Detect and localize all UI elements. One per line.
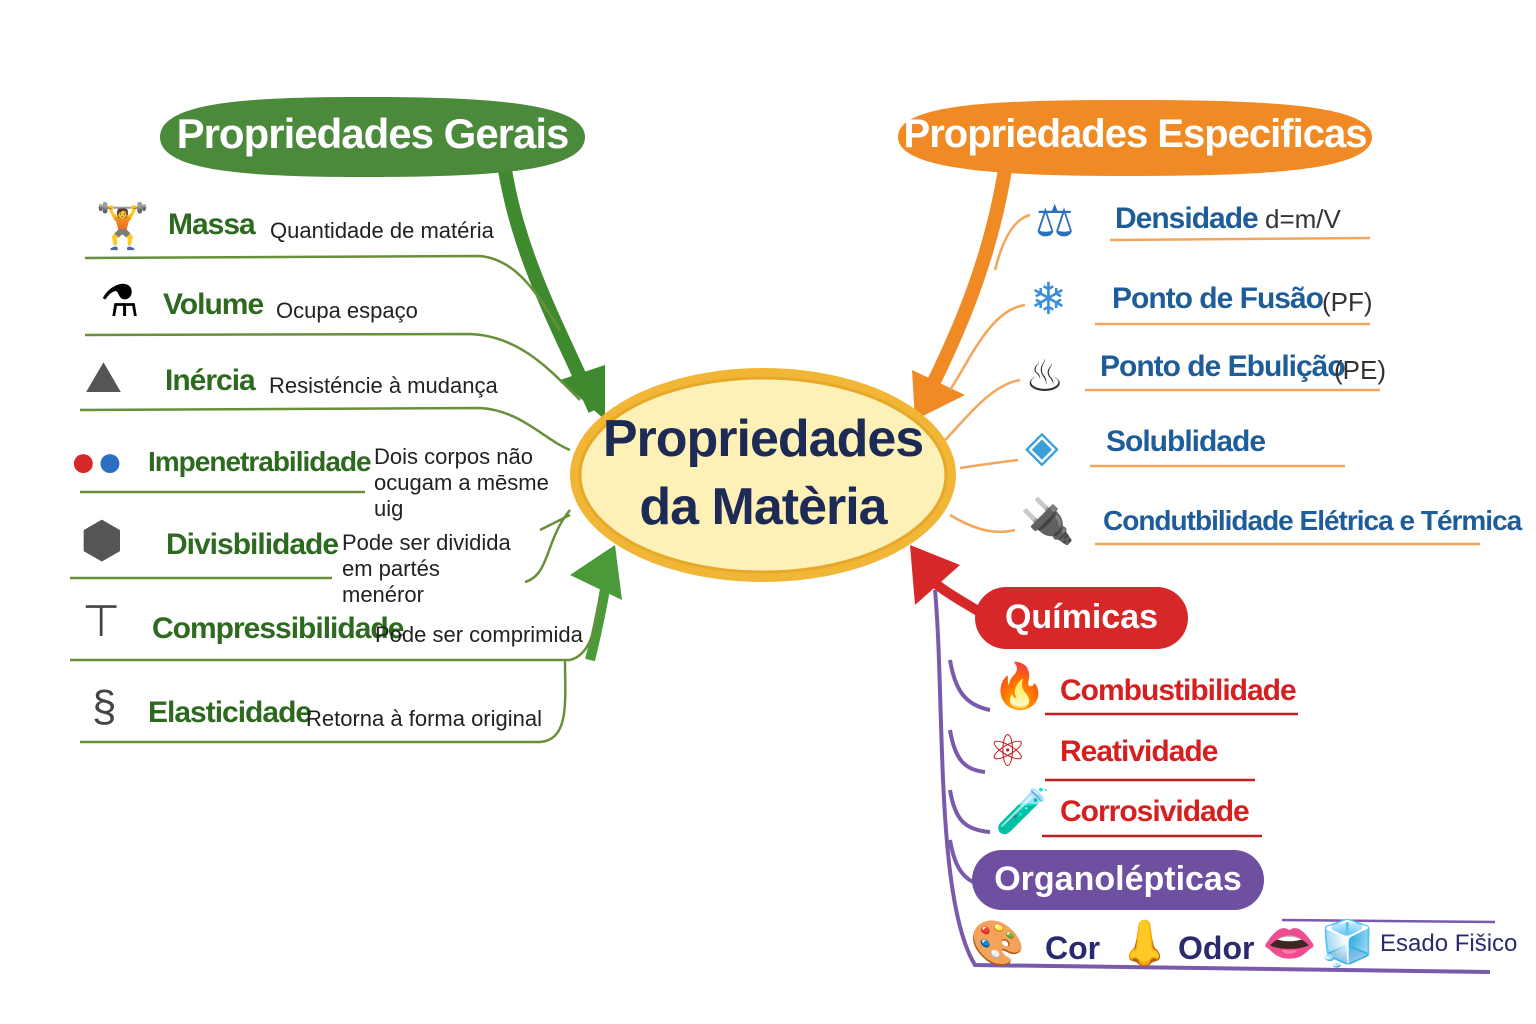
item-massa-desc: Quantidade de matéria [270,218,494,243]
item-inercia-desc: Resisténcie à mudança [269,373,498,398]
center-node: Propriedades da Matèria [570,405,956,541]
item-massa-name: Massa [168,208,256,241]
conductor-icon: 🔌 [1020,497,1075,546]
item-inercia-name: Inércia [165,364,256,397]
gerais-title: Propriedades Gerais [176,110,570,157]
item-compressibilidade-desc: Pode ser comprimida [375,622,583,647]
item-volume-desc: Ocupa espaço [276,298,418,323]
item-reatividade-name: Reatividade [1060,735,1218,768]
item-odor-name: Odor [1178,930,1255,966]
item-combustibilidade-name: Combustibilidade [1060,674,1297,707]
quimicas-pill-shape [975,587,1188,649]
especificas-title: Propriedades Especificas [903,112,1368,156]
item-cor-name: Cor [1045,930,1101,966]
cubes-icon: ⬢ [80,512,124,568]
underline-inercia [79,406,571,452]
item-compressibilidade-name: Compressibilidade [152,612,404,645]
acid-bottle-icon: 🧪 [995,787,1050,836]
item-impenetrabilidade-desc: Dois corpos não ocugam a mēsme uig [374,444,549,521]
item-condutibilidade-name: Condutbilidade Elétrica e Térmica [1103,505,1522,536]
item-divisibilidade-desc: Pode ser dividida em partés menéror [342,530,511,607]
weight-icon: 🏋 [95,202,150,251]
underline-massa [84,254,562,331]
center-title-line1: Propriedades [602,410,924,468]
quimicas-arrowhead [910,545,960,605]
especificas-arrow [918,168,1012,404]
melting-ice-icon: ❄ [1030,275,1067,324]
balance-icon: ⚖ [1035,197,1075,246]
nose-icon: 👃 [1117,919,1172,968]
item-volume-name: Volume [163,288,264,321]
palette-icon: 🎨 [970,919,1025,968]
underline-ebulicao [944,378,1380,441]
item-elasticidade-desc: Retorna à forma original [306,706,543,731]
item-fusao-extra: (PF) [1322,287,1373,317]
item-estado-fisico-name: Esado Fišico [1380,930,1518,957]
purple-trunk [933,589,1491,974]
quimicas-title: Químicas [1004,598,1159,636]
item-corrosividade-name: Corrosividade [1060,795,1250,828]
item-elasticidade-name: Elasticidade [148,696,312,729]
item-ebulicao-extra: (PE) [1334,355,1386,385]
center-title-line2: da Matèria [639,478,887,536]
especificas-pill-shape [898,100,1372,176]
underline-compressibilidade [70,599,602,662]
underline-estado-fisico [1281,918,1496,924]
gerais-pill-shape [160,97,585,177]
connector-divisibilidade [524,509,571,584]
item-densidade-name: Densidade [1115,202,1259,235]
gerais-lower-arrowhead [570,545,622,600]
item-ebulicao-name: Ponto de Ebulição [1100,350,1346,383]
underline-volume [84,332,581,401]
organolepticas-title: Organolépticas [994,860,1242,898]
spring-icon: § [92,682,117,731]
fire-icon: 🔥 [992,662,1047,711]
atom-icon: ⚛ [988,727,1028,776]
especificas-arrowhead [912,370,965,420]
item-fusao-name: Ponto de Fusão [1112,282,1324,315]
underline-solubilidade [959,458,1345,470]
boiling-pot-icon: ♨ [1025,352,1065,401]
item-divisibilidade-name: Divisbilidade [166,528,339,561]
molecules-icon: ●● [70,437,124,486]
organolepticas-pill-shape [972,850,1264,910]
underline-fusao [948,303,1370,391]
dissolving-icon: ◈ [1025,422,1059,471]
item-densidade-extra: d=m/V [1265,204,1341,234]
underline-condutibilidade [949,513,1480,546]
states-icon: 🧊 [1320,919,1375,968]
rock-icon: ⛰ [85,353,122,402]
mouth-icon: 👄 [1262,919,1317,968]
flask-icon: ⚗ [100,277,140,326]
press-icon: ⊤ [82,597,121,646]
item-solubilidade-name: Solublidade [1106,425,1266,458]
underline-densidade [993,213,1371,271]
gerais-arrowhead [560,365,605,420]
item-impenetrabilidade-name: Impenetrabilidade [148,446,372,477]
underline-elasticidade [80,659,567,744]
